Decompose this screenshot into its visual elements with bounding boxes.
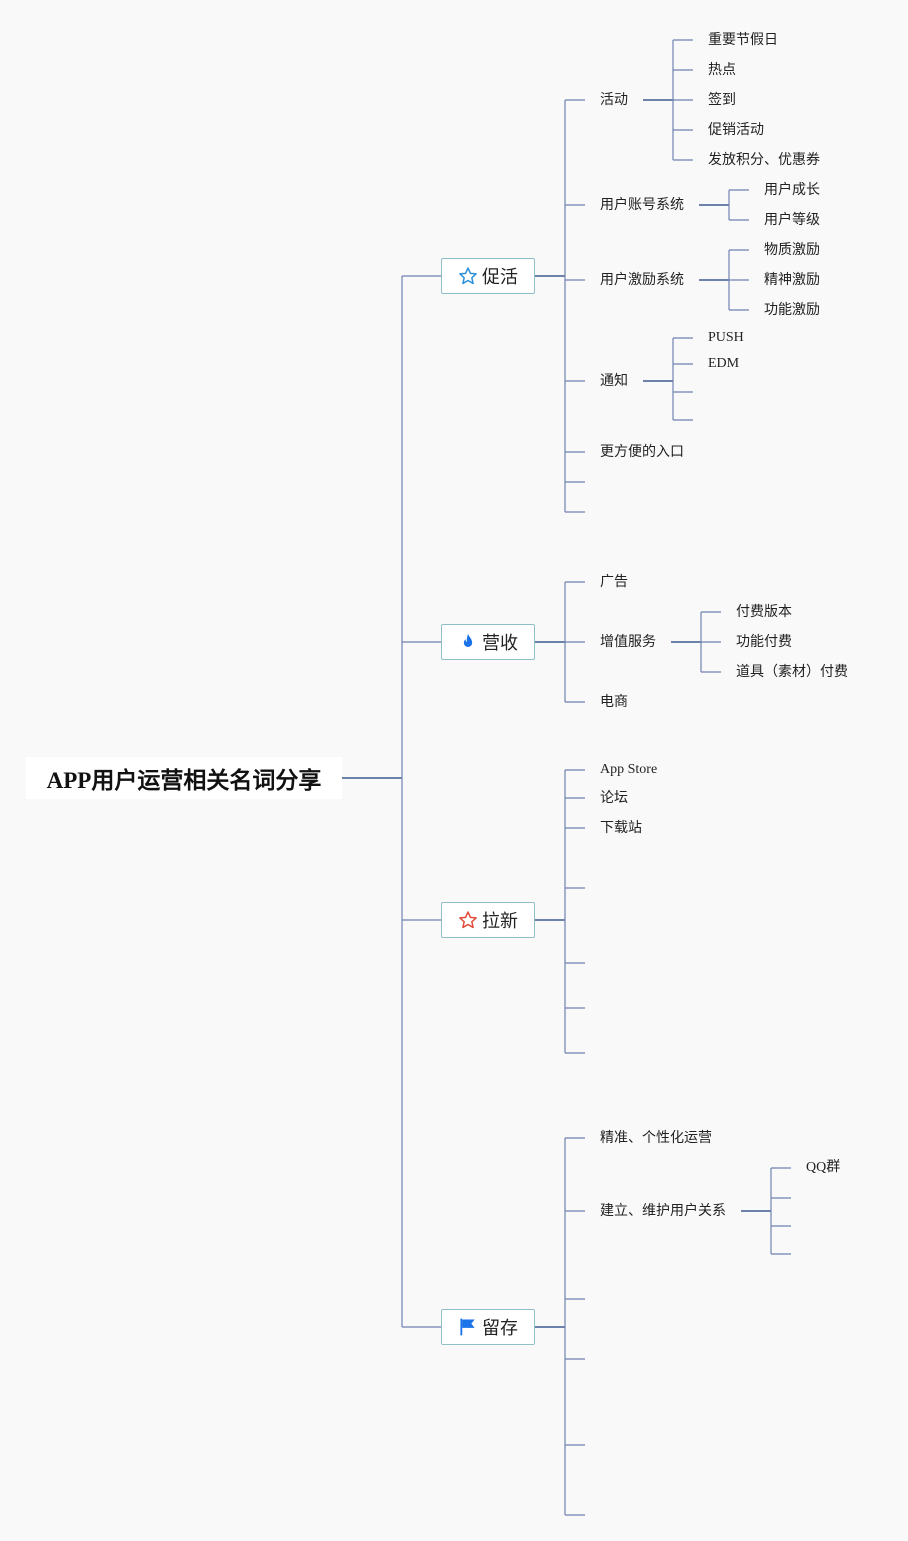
node-material-incentive[interactable]: 物质激励 — [764, 242, 820, 258]
node-user-relation[interactable]: 建立、维护用户关系 — [600, 1203, 726, 1219]
node-precise-operation[interactable]: 精准、个性化运营 — [600, 1130, 712, 1146]
node-qq-group[interactable]: QQ群 — [806, 1160, 841, 1175]
node-activity[interactable]: 活动 — [600, 92, 628, 108]
node-notify[interactable]: 通知 — [600, 373, 628, 389]
node-incentive-system[interactable]: 用户激励系统 — [600, 272, 684, 288]
node-download-site[interactable]: 下载站 — [600, 820, 642, 836]
node-ads[interactable]: 广告 — [600, 574, 628, 590]
node-edm[interactable]: EDM — [708, 356, 740, 371]
branch-label: 营收 — [482, 633, 518, 654]
node-points-coupon[interactable]: 发放积分、优惠券 — [708, 152, 820, 168]
flame-icon — [458, 632, 478, 652]
node-app-store[interactable]: App Store — [600, 762, 658, 777]
branch-cuhuo[interactable]: 促活 — [441, 258, 535, 294]
node-user-level[interactable]: 用户等级 — [764, 212, 820, 228]
node-hotspot[interactable]: 热点 — [708, 62, 736, 78]
node-push[interactable]: PUSH — [708, 330, 744, 345]
node-holiday[interactable]: 重要节假日 — [708, 32, 778, 48]
star-outline-icon — [458, 910, 478, 930]
branch-yingshou[interactable]: 营收 — [441, 624, 535, 660]
node-spiritual-incentive[interactable]: 精神激励 — [764, 272, 820, 288]
node-ecommerce[interactable]: 电商 — [600, 694, 628, 710]
flag-icon — [458, 1317, 478, 1337]
node-promotion[interactable]: 促销活动 — [708, 122, 764, 138]
node-account-system[interactable]: 用户账号系统 — [600, 197, 684, 213]
node-entry[interactable]: 更方便的入口 — [600, 444, 684, 460]
branch-label: 留存 — [482, 1318, 518, 1339]
branch-label: 促活 — [482, 267, 518, 288]
branch-liucun[interactable]: 留存 — [441, 1309, 535, 1345]
node-paid-version[interactable]: 付费版本 — [736, 604, 792, 620]
branch-laxin[interactable]: 拉新 — [441, 902, 535, 938]
node-user-growth[interactable]: 用户成长 — [764, 182, 820, 198]
node-feature-incentive[interactable]: 功能激励 — [764, 302, 820, 318]
star-outline-icon — [458, 266, 478, 286]
node-feature-paid[interactable]: 功能付费 — [736, 634, 792, 650]
branch-label: 拉新 — [482, 911, 518, 932]
node-item-paid[interactable]: 道具（素材）付费 — [736, 664, 848, 680]
node-value-added[interactable]: 增值服务 — [600, 634, 656, 650]
node-forum[interactable]: 论坛 — [600, 790, 628, 806]
root-topic[interactable]: APP用户运营相关名词分享 — [26, 757, 342, 799]
node-checkin[interactable]: 签到 — [708, 92, 736, 108]
